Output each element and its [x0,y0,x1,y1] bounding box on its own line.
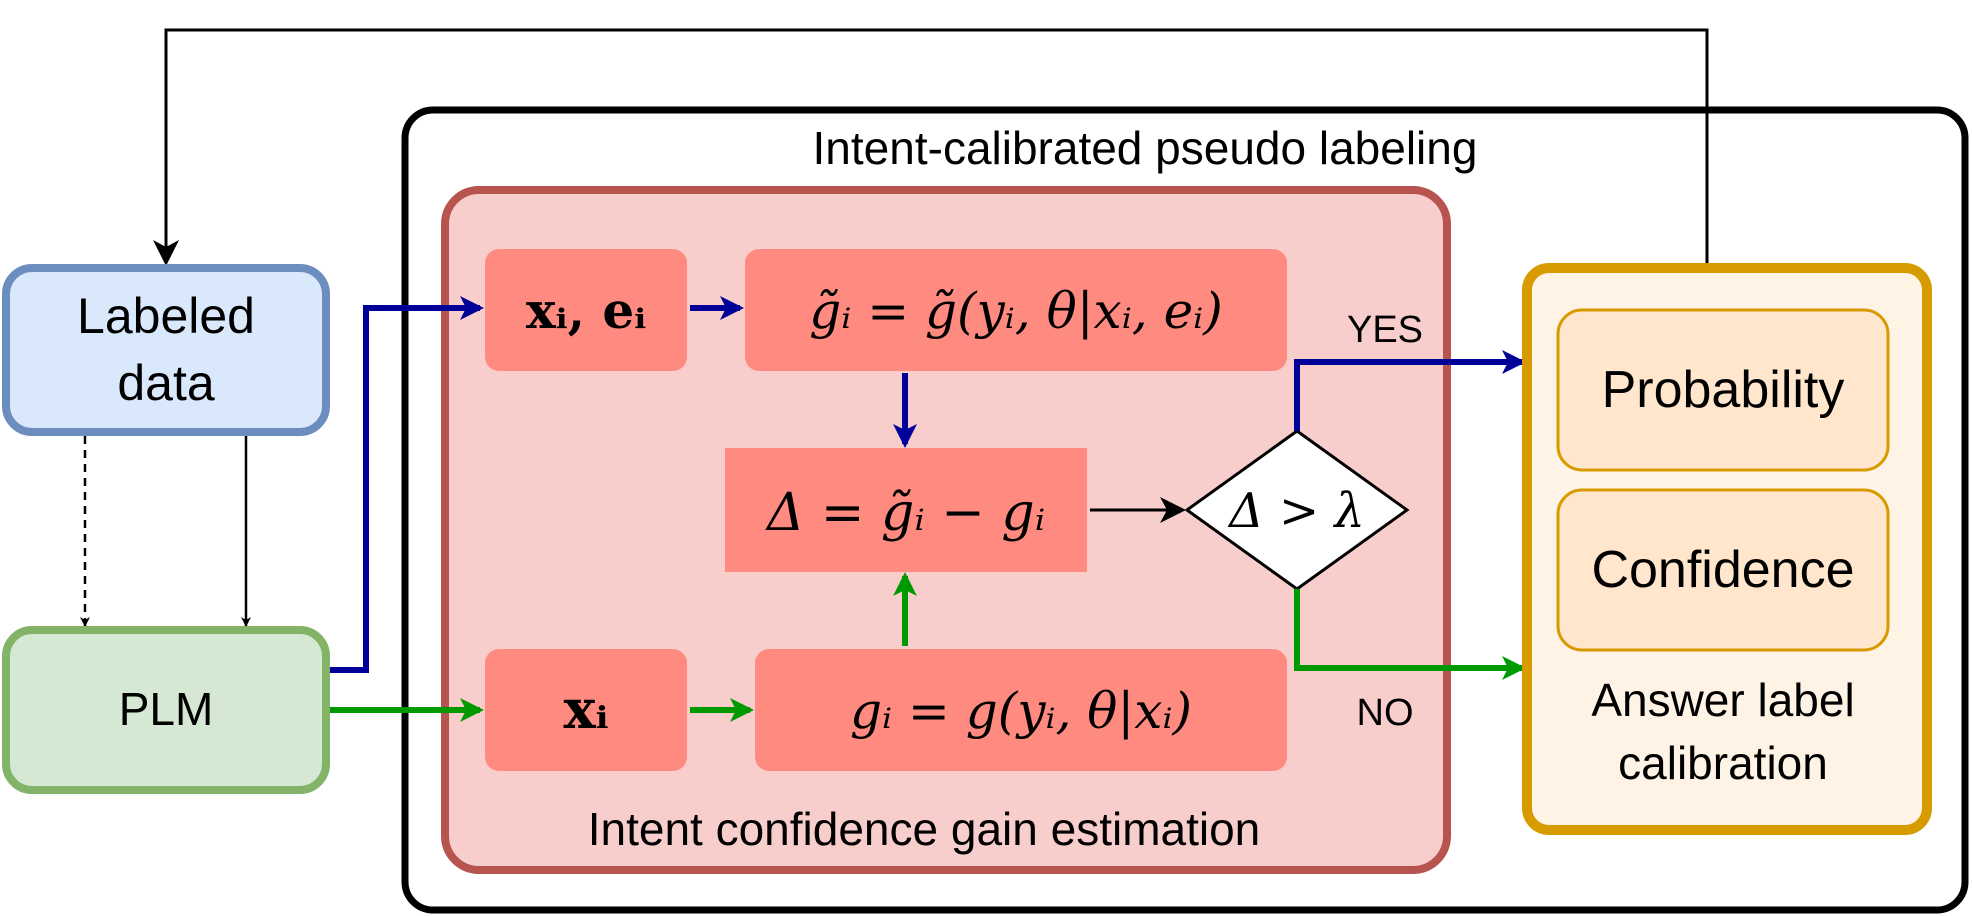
yes-label: YES [1347,309,1423,351]
confidence-node [1556,488,1890,652]
pseudo-labeling-title: Intent-calibrated pseudo labeling [813,122,1478,174]
plm-to-xe-arrow [330,296,484,673]
g-formula: gᵢ = g(yᵢ, θ|xᵢ) [850,682,1192,740]
plm-label: PLM [119,683,214,735]
xe-label: xᵢ, eᵢ [526,281,646,340]
labeled-data-label-line2: data [117,355,215,411]
calibration-label-line2: calibration [1618,737,1828,789]
labeled-data-node [2,264,330,436]
decision-condition: Δ > λ [1227,483,1365,539]
delta-node [725,448,1087,572]
xe-node [485,249,687,371]
delta-formula: Δ = g̃ᵢ − gᵢ [765,483,1045,543]
labeled-data-label-line1: Labeled [77,288,255,344]
yes-path-arrow [1294,350,1526,431]
g-tilde-formula: g̃ᵢ = g̃(yᵢ, θ|xᵢ, eᵢ) [809,282,1223,340]
no-path-arrow [1294,589,1526,680]
gain-estimation-label: Intent confidence gain estimation [588,803,1261,855]
x-node [485,649,687,771]
confidence-label: Confidence [1591,541,1854,599]
calibration-label-line1: Answer label [1591,674,1854,726]
x-label: xᵢ [563,677,608,741]
plm-node [2,626,330,794]
g-tilde-node [745,249,1287,371]
probability-label: Probability [1602,361,1845,419]
g-node [755,649,1287,771]
no-label: NO [1357,692,1414,734]
feedback-loop-arrow [153,28,1709,268]
probability-node [1556,308,1890,472]
